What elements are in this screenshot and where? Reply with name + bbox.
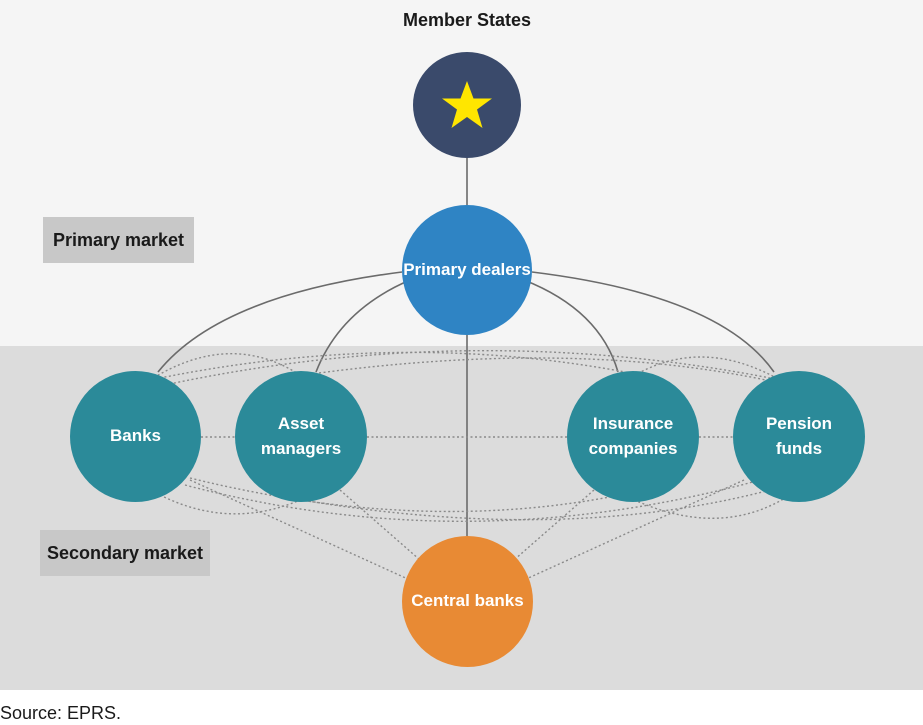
dotted-banks-asset-bottom	[159, 494, 301, 515]
line-dealers-to-insurance	[523, 279, 619, 373]
node-primary-dealers: Primary dealers	[402, 205, 532, 335]
dotted-asset-central	[339, 489, 421, 561]
dotted-insurance-pension-top	[629, 356, 781, 381]
node-central-banks: Central banks	[402, 536, 533, 667]
eu-star-icon	[442, 81, 492, 128]
line-dealers-to-banks	[157, 271, 403, 373]
dotted-insurance-central	[513, 489, 595, 561]
node-banks: Banks	[70, 371, 201, 502]
dotted-asset-pension-top	[269, 357, 776, 383]
dotted-banks-pension-top	[164, 349, 771, 386]
member-states-title: Member States	[402, 10, 532, 30]
dotted-banks-asset-top	[149, 352, 301, 381]
node-asset-managers: Asset managers	[235, 371, 367, 502]
dotted-asset-pension-bottom	[289, 489, 771, 521]
dotted-insurance-pension-bottom	[629, 494, 791, 519]
dotted-banks-pension-bottom	[184, 479, 761, 522]
member-states-node	[413, 52, 521, 158]
connection-lines	[149, 158, 791, 581]
secondary-market-label: Secondary market	[40, 530, 210, 576]
source-note: Source: EPRS.	[0, 703, 122, 723]
line-dealers-to-asset-managers	[315, 279, 411, 373]
node-pension-funds: Pension funds	[733, 371, 865, 502]
dotted-banks-insurance-top	[159, 351, 626, 379]
dotted-banks-insurance-bottom	[189, 477, 621, 513]
primary-market-label: Primary market	[43, 217, 194, 263]
node-insurance-companies: Insurance companies	[567, 371, 699, 502]
line-dealers-to-pension	[531, 271, 775, 373]
